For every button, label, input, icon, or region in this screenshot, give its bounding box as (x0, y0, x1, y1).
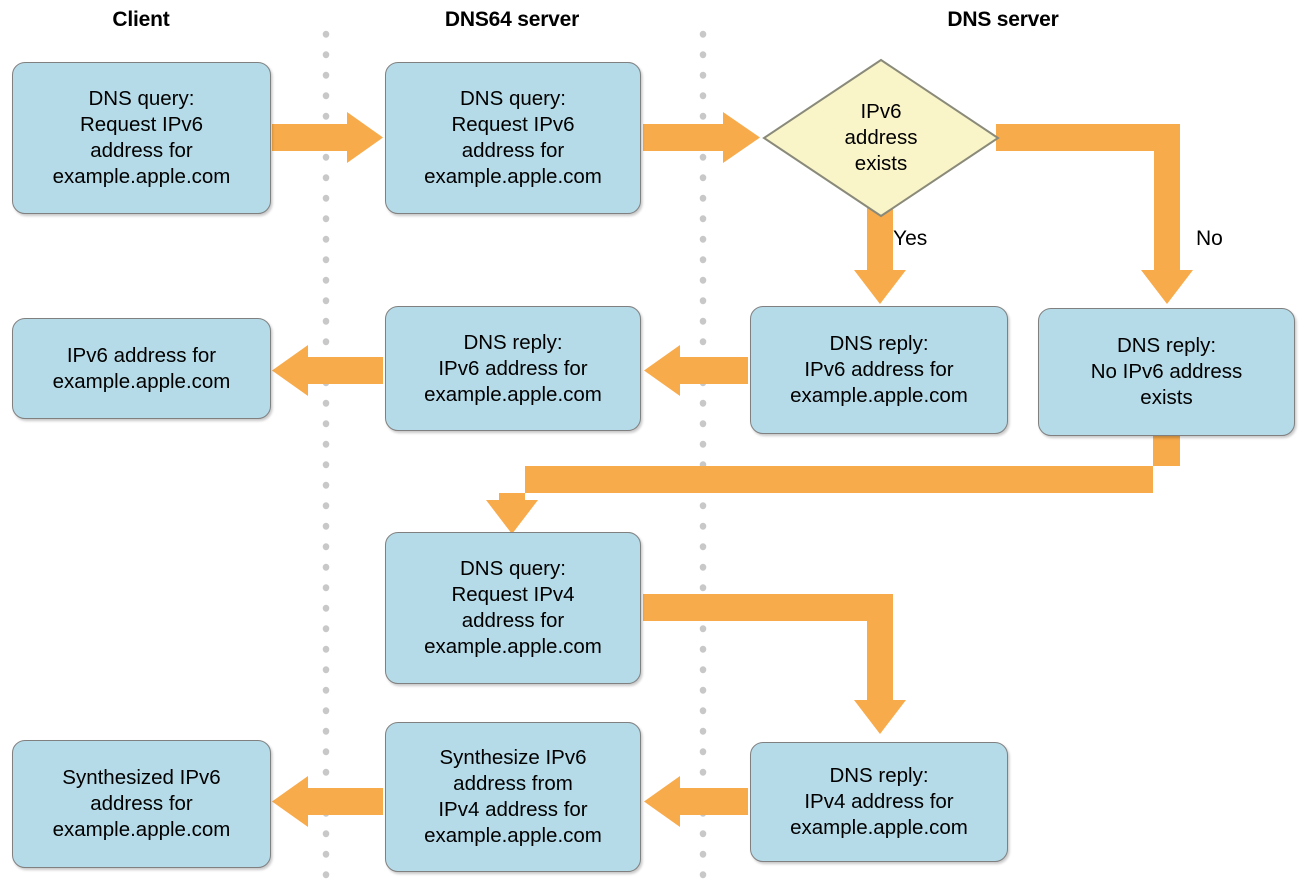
edge-label-no: No (1196, 227, 1223, 250)
node-label: DNS reply: IPv6 address for example.appl… (424, 330, 602, 406)
node-dns64-dns-query-ipv4: DNS query: Request IPv4 address for exam… (385, 532, 641, 684)
node-label: Synthesized IPv6 address for example.app… (52, 766, 231, 841)
node-client-ipv6-address: IPv6 address for example.apple.com (12, 318, 271, 419)
node-label: Synthesize IPv6 address from IPv4 addres… (424, 746, 602, 847)
arrow-dns-reply-to-dns64-reply (644, 345, 748, 396)
arrow-decision-yes (854, 205, 906, 304)
node-dns-dns-reply-no-ipv6: DNS reply: No IPv6 address exists (1038, 308, 1295, 436)
arrow-no-reply-to-ipv4-query (486, 434, 1180, 534)
node-dns64-dns-query-ipv6: DNS query: Request IPv6 address for exam… (385, 62, 641, 214)
node-dns-decision-ipv6-exists: IPv6 address exists (762, 58, 1000, 218)
node-label: DNS reply: IPv4 address for example.appl… (790, 764, 968, 839)
column-header-dns-server: DNS server (947, 8, 1059, 31)
node-label: IPv6 address for example.apple.com (52, 343, 231, 393)
arrow-client-to-dns64-query (272, 112, 383, 163)
node-label: DNS reply: No IPv6 address exists (1090, 334, 1243, 409)
arrow-ipv4-query-to-dns-reply-ipv4 (643, 594, 906, 734)
node-label: DNS reply: IPv6 address for example.appl… (790, 332, 968, 407)
node-client-dns-query-ipv6: DNS query: Request IPv6 address for exam… (12, 62, 271, 214)
node-label: DNS query: Request IPv6 address for exam… (52, 87, 231, 188)
diamond-shape-icon (762, 58, 1000, 218)
arrow-decision-no (996, 124, 1193, 304)
node-label: DNS query: Request IPv4 address for exam… (424, 557, 602, 658)
node-dns-dns-reply-ipv4: DNS reply: IPv4 address for example.appl… (750, 742, 1008, 862)
arrow-dns64-reply-to-client (272, 345, 383, 396)
node-client-synthesized-ipv6: Synthesized IPv6 address for example.app… (12, 740, 271, 868)
arrow-dns64-query-to-decision (643, 112, 760, 163)
connector-arrows (272, 112, 1193, 827)
node-dns64-dns-reply-ipv6: DNS reply: IPv6 address for example.appl… (385, 306, 641, 431)
column-header-dns64-server: DNS64 server (444, 8, 580, 31)
node-label: IPv6 address exists (844, 100, 918, 175)
arrow-synthesize-to-client (272, 776, 383, 827)
edge-label-yes: Yes (893, 227, 928, 250)
arrow-dns-reply-ipv4-to-synthesize (644, 776, 748, 827)
column-header-client: Client (112, 8, 170, 31)
node-dns64-synthesize-ipv6: Synthesize IPv6 address from IPv4 addres… (385, 722, 641, 872)
node-dns-dns-reply-ipv6: DNS reply: IPv6 address for example.appl… (750, 306, 1008, 434)
node-label: DNS query: Request IPv6 address for exam… (424, 87, 602, 188)
